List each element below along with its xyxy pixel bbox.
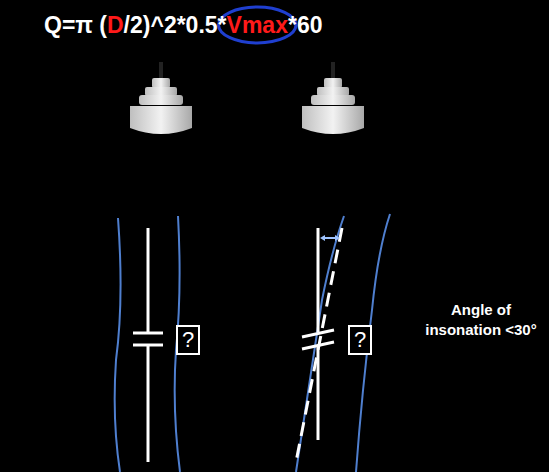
sample-gate: [302, 330, 334, 337]
node-text: ?: [354, 327, 366, 353]
node-text: ?: [182, 327, 194, 353]
unknown-box: ?: [348, 325, 372, 355]
formula-part: Q=π (: [44, 12, 107, 38]
beam-line: [147, 346, 150, 462]
formula-part: Vmax: [227, 12, 288, 38]
vessel-wall: [115, 218, 121, 472]
formula-part: D: [107, 12, 124, 38]
formula-part: /2)^2*0.5*: [124, 12, 227, 38]
sample-gate: [133, 332, 163, 335]
formula: Q=π (D/2)^2*0.5*Vmax*60: [44, 12, 322, 39]
angle-marker: [320, 235, 340, 241]
note-text: Angle of insonation <30°: [425, 301, 536, 338]
unknown-box: ?: [176, 325, 200, 355]
vessel-wall: [296, 216, 344, 472]
probe: [302, 62, 364, 134]
beam-line: [147, 228, 150, 332]
beam-line: [317, 228, 320, 332]
formula-part: *60: [288, 12, 323, 38]
angle-note-box: Angle of insonation <30°: [420, 300, 542, 341]
highlight-ellipse: [219, 7, 296, 43]
flow-direction: [296, 228, 342, 462]
sample-gate: [133, 344, 163, 347]
probe: [130, 62, 192, 134]
